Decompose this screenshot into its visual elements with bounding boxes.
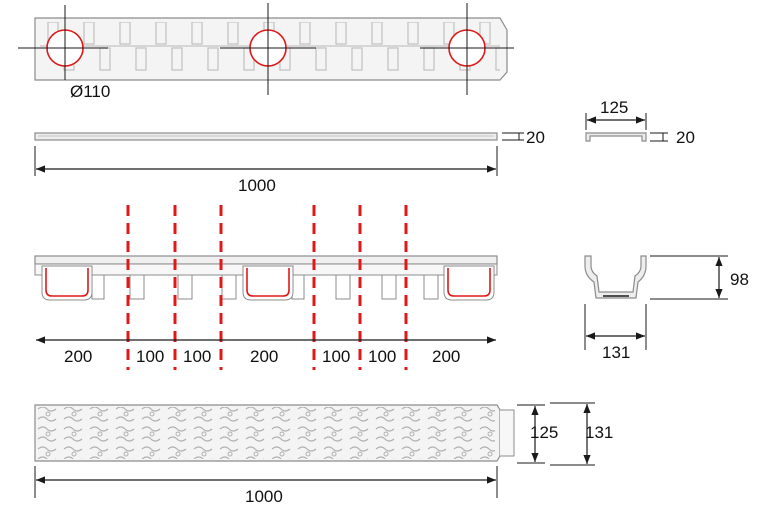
grate-height-label: 20 [526,128,545,147]
length-top-label: 1000 [238,176,276,195]
channel-width-label: 131 [602,343,630,362]
grate-section-height-label: 20 [676,128,695,147]
hole-diameter-label: Ø110 [70,82,110,101]
grate-end-cap [500,409,515,457]
outlet-sockets [41,265,495,301]
segment-label-4: 200 [250,347,278,366]
segment-label-6: 100 [368,347,396,366]
inner-width-label: 125 [530,423,558,442]
grate-top-view: 125 131 1000 [34,402,613,506]
segment-label-1: 200 [64,347,92,366]
grate-slot-pattern [37,407,495,459]
grate-section-view: 125 20 [585,98,695,147]
top-view: Ø110 [18,3,514,101]
channel-side-view: 200 100 100 200 100 100 200 [34,205,498,370]
cut-lines [126,205,408,370]
channel-section-outline [584,255,647,299]
grate-side-view: 1000 20 [34,128,545,195]
length-bottom-label: 1000 [245,487,283,506]
segment-label-2: 100 [136,347,164,366]
grate-section-width-label: 125 [600,98,628,117]
channel-section-view: 98 131 [584,255,749,362]
grate-section-outline [585,132,647,142]
segment-label-3: 100 [183,347,211,366]
channel-rim [34,255,498,265]
channel-height-label: 98 [730,270,749,289]
hole-centerlines [18,3,514,95]
segment-label-7: 200 [432,347,460,366]
outlet-socket-highlights [45,268,491,297]
outer-width-label: 131 [585,423,613,442]
segment-label-5: 100 [322,347,350,366]
